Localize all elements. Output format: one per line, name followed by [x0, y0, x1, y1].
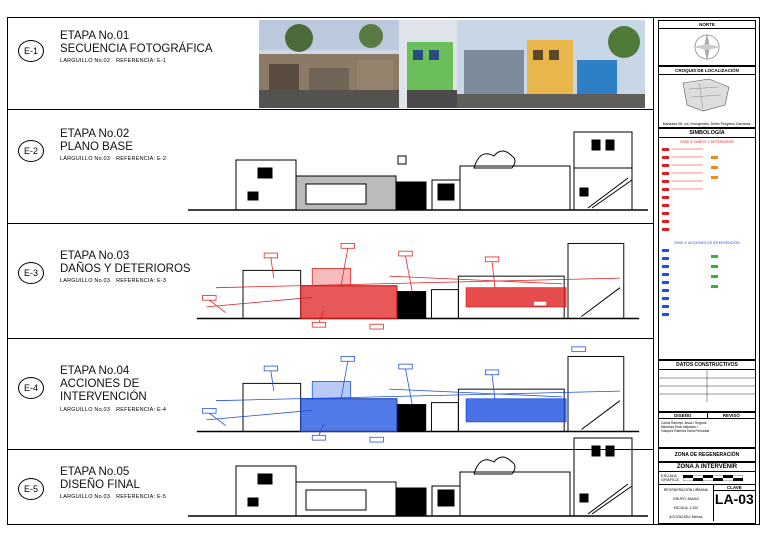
zone-title: ZONA A INTERVENIR [659, 463, 755, 472]
phase4-title: FASE 4: ACCIONES DE INTERVENCIÓN [674, 241, 740, 245]
review-label: REVISÓ [722, 413, 740, 418]
stage-badge: E-5 [18, 478, 44, 500]
title-block: NORTE CROQUIS DE LOCALIZACIÓN Manzana 08… [656, 18, 760, 524]
street-photos [259, 20, 645, 108]
construction-title: DATOS CONSTRUCTIVOS [659, 361, 755, 370]
north-arrow-icon [693, 33, 721, 61]
legend-box: SIMBOLOGÍA FASE 3: DAÑOS Y DETERIOROS FA… [658, 128, 756, 360]
north-title: NORTE [659, 21, 755, 29]
intervention-elevation [196, 346, 640, 443]
stage-badge: E-4 [18, 377, 44, 399]
base-elevation [188, 131, 648, 211]
stage-titles: ETAPA No.01 SECUENCIA FOTOGRÁFICA LARGUI… [60, 30, 213, 65]
north-box: NORTE [658, 20, 756, 66]
location-title: CROQUIS DE LOCALIZACIÓN [659, 67, 755, 75]
stage-titles: ETAPA No.05 DISEÑO FINAL LARGUILLO No.03… [60, 466, 166, 501]
final-elevation [188, 437, 648, 517]
key-label: CLAVE [713, 485, 755, 491]
design-label: DISEÑO [659, 413, 708, 418]
stage-badge: E-3 [18, 262, 44, 284]
stage-number: ETAPA No.02 [60, 128, 130, 140]
stage-title-line2: INTERVENCIÓN [60, 391, 147, 404]
sheet-code: LA-03 [714, 491, 754, 507]
damage-elevation [196, 242, 640, 330]
stage-e1: E-1 ETAPA No.01 SECUENCIA FOTOGRÁFICA LA… [8, 18, 653, 110]
stage-titles: ETAPA No.04 ACCIONES DE INTERVENCIÓN LAR… [60, 365, 166, 413]
stage-title: DISEÑO FINAL [60, 479, 140, 492]
key-code-box: CLAVE LA-03 [713, 485, 755, 521]
legend-title: SIMBOLOGÍA [659, 129, 755, 138]
phase3-title: FASE 3: DAÑOS Y DETERIOROS [680, 140, 734, 144]
key-section: REGENERACIÓN URBANA GRUPO: 8AM04 ESCALA:… [659, 485, 755, 521]
stage-e2: E-2 ETAPA No.02 PLANO BASE LARGUILLO No.… [8, 110, 653, 224]
project-info: REGENERACIÓN URBANA GRUPO: 8AM04 ESCALA:… [659, 485, 714, 521]
credits-header: DISEÑO REVISÓ [659, 413, 755, 419]
stage-title: ACCIONES DE [60, 378, 140, 391]
stage-number: ETAPA No.05 [60, 466, 130, 478]
designer-names: Carlos Ramírez Jesús / Segovia Mendoza E… [661, 421, 710, 433]
scale-bar-icon [682, 475, 743, 481]
stage-title: PLANO BASE [60, 141, 133, 154]
stage-title: DAÑOS Y DETERIOROS [60, 263, 191, 276]
drawing-sheet: E-1 ETAPA No.01 SECUENCIA FOTOGRÁFICA LA… [7, 17, 760, 525]
regeneration-zone: ZONA DE REGENERACIÓN [658, 448, 756, 462]
stage-titles: ETAPA No.03 DAÑOS Y DETERIOROS LARGUILLO… [60, 250, 191, 285]
construction-box: DATOS CONSTRUCTIVOS [658, 360, 756, 412]
location-map [682, 78, 730, 112]
construction-table [659, 370, 755, 402]
stage-title: SECUENCIA FOTOGRÁFICA [60, 43, 213, 56]
stage-number: ETAPA No.04 [60, 365, 130, 377]
damage-legend [662, 148, 718, 231]
intervention-legend [662, 249, 718, 316]
credits-box: DISEÑO REVISÓ Carlos Ramírez Jesús / Seg… [658, 412, 756, 448]
stage-e4: E-4 ETAPA No.04 ACCIONES DE INTERVENCIÓN… [8, 339, 653, 450]
stage-badge: E-2 [18, 140, 44, 162]
location-box: CROQUIS DE LOCALIZACIÓN Manzana 08, col.… [658, 66, 756, 130]
stages-panel: E-1 ETAPA No.01 SECUENCIA FOTOGRÁFICA LA… [8, 18, 654, 524]
photo-sequence [259, 20, 645, 108]
stage-e5: E-5 ETAPA No.05 DISEÑO FINAL LARGUILLO N… [8, 437, 653, 524]
stage-number: ETAPA No.01 [60, 30, 130, 42]
stage-number: ETAPA No.03 [60, 250, 130, 262]
stage-e3: E-3 ETAPA No.03 DAÑOS Y DETERIOROS LARGU… [8, 224, 653, 339]
stage-badge: E-1 [18, 40, 44, 62]
